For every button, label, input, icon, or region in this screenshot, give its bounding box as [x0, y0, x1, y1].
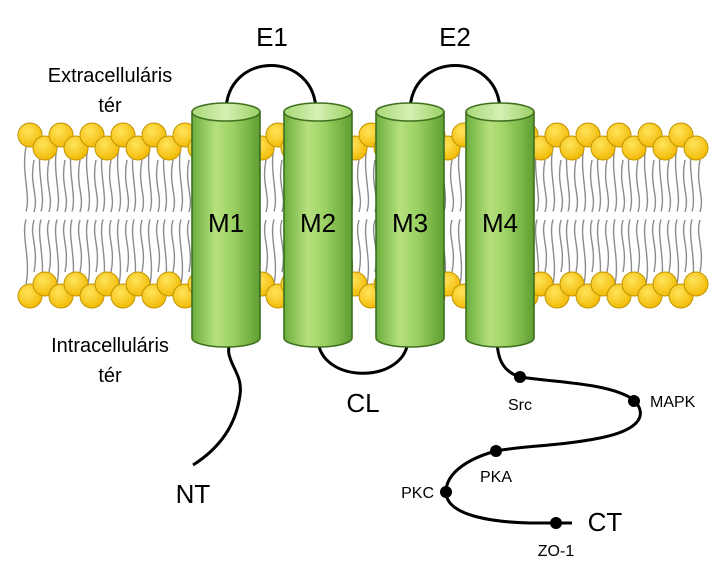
lipid-tail — [674, 146, 680, 285]
lipid-tail — [170, 159, 176, 273]
lipid-tail — [573, 159, 579, 273]
lipid-tail — [658, 146, 664, 285]
helix-cap — [375, 102, 445, 122]
helix-label: M1 — [208, 208, 244, 238]
lipid-bilayer — [17, 122, 709, 309]
helix-label: M2 — [300, 208, 336, 238]
helix-m2: M2 — [283, 102, 353, 348]
lipid-tail — [697, 159, 703, 273]
n-terminus-chain — [192, 337, 242, 467]
lipid-tail — [178, 146, 184, 285]
lipid-tail — [147, 146, 153, 285]
lipid-tail — [100, 146, 106, 285]
lipid-tail — [162, 146, 168, 285]
lipid-tail — [457, 146, 463, 285]
helix-body — [465, 111, 535, 348]
lipid-tail — [263, 159, 269, 273]
lipid-tail — [69, 146, 75, 285]
site-dot-pkc — [440, 486, 452, 498]
lipid-tail — [449, 159, 455, 273]
label-cl: CL — [346, 388, 379, 418]
label-e2: E2 — [439, 22, 471, 52]
lipid-tail — [186, 159, 192, 273]
helix-cap — [191, 102, 261, 122]
lipid-tail — [131, 146, 137, 285]
loop-cl — [316, 337, 410, 375]
loop-e2 — [408, 64, 502, 113]
lipid-tail — [85, 146, 91, 285]
lipid-tail — [54, 146, 60, 285]
helix-body — [283, 111, 353, 348]
lipid-tail — [124, 159, 130, 273]
lipid-tail — [550, 146, 556, 285]
label-intracellular-line1: Intracelluláris — [51, 335, 169, 357]
helix-m1: M1 — [191, 102, 261, 348]
lipid-tail — [612, 146, 618, 285]
site-dot-src — [514, 371, 526, 383]
lipid-tail — [31, 159, 37, 273]
lipid-tail — [116, 146, 122, 285]
helix-body — [375, 111, 445, 348]
lipid-tail — [682, 159, 688, 273]
lipid-tail — [46, 159, 52, 273]
lipid-tail — [643, 146, 649, 285]
helix-cap — [283, 102, 353, 122]
lipid-tail — [666, 159, 672, 273]
lipid-tail — [139, 159, 145, 273]
label-mapk: MAPK — [650, 394, 696, 411]
label-nt: NT — [176, 479, 211, 509]
lipid-tail — [364, 146, 370, 285]
lipid-tail — [627, 146, 633, 285]
lipid-tail — [689, 146, 695, 285]
lipid-tail — [279, 159, 285, 273]
label-pka: PKA — [480, 469, 512, 486]
lipid-head — [683, 271, 709, 297]
lipid-tail — [589, 159, 595, 273]
site-dot-zo1 — [550, 517, 562, 529]
lipid-heads — [17, 122, 709, 309]
helix-label: M4 — [482, 208, 518, 238]
helix-m3: M3 — [375, 102, 445, 348]
lipid-tail — [620, 159, 626, 273]
site-dot-pka — [490, 445, 502, 457]
label-e1: E1 — [256, 22, 288, 52]
label-src: Src — [508, 397, 532, 414]
lipid-tail — [23, 146, 29, 285]
lipid-tail — [651, 159, 657, 273]
lipid-tail — [635, 159, 641, 273]
lipid-tail — [596, 146, 602, 285]
site-dot-mapk — [628, 395, 640, 407]
lipid-tail — [271, 146, 277, 285]
label-intracellular-line2: tér — [98, 365, 122, 387]
lipid-tail — [581, 146, 587, 285]
label-ct: CT — [588, 507, 623, 537]
lipid-tail — [356, 159, 362, 273]
loop-e1 — [224, 64, 318, 113]
lipid-tails — [23, 146, 703, 285]
lipid-tail — [155, 159, 161, 273]
lipid-tail — [38, 146, 44, 285]
label-extracellular-line2: tér — [98, 95, 122, 117]
lipid-tail — [77, 159, 83, 273]
helix-m4: M4 — [465, 102, 535, 348]
label-extracellular-line1: Extracelluláris — [48, 65, 172, 87]
helix-label: M3 — [392, 208, 428, 238]
helix-cap — [465, 102, 535, 122]
c-terminus-chain — [444, 337, 642, 525]
label-zo1: ZO-1 — [538, 543, 575, 560]
label-pkc: PKC — [401, 485, 434, 502]
lipid-tail — [62, 159, 68, 273]
lipid-tail — [542, 159, 548, 273]
lipid-tail — [604, 159, 610, 273]
lipid-tail — [558, 159, 564, 273]
lipid-head — [683, 135, 709, 161]
lipid-tail — [534, 146, 540, 285]
lipid-tail — [108, 159, 114, 273]
lipid-tail — [93, 159, 99, 273]
transmembrane-helices: M1 M2 M3 M4 — [191, 102, 535, 348]
lipid-tail — [565, 146, 571, 285]
helix-body — [191, 111, 261, 348]
